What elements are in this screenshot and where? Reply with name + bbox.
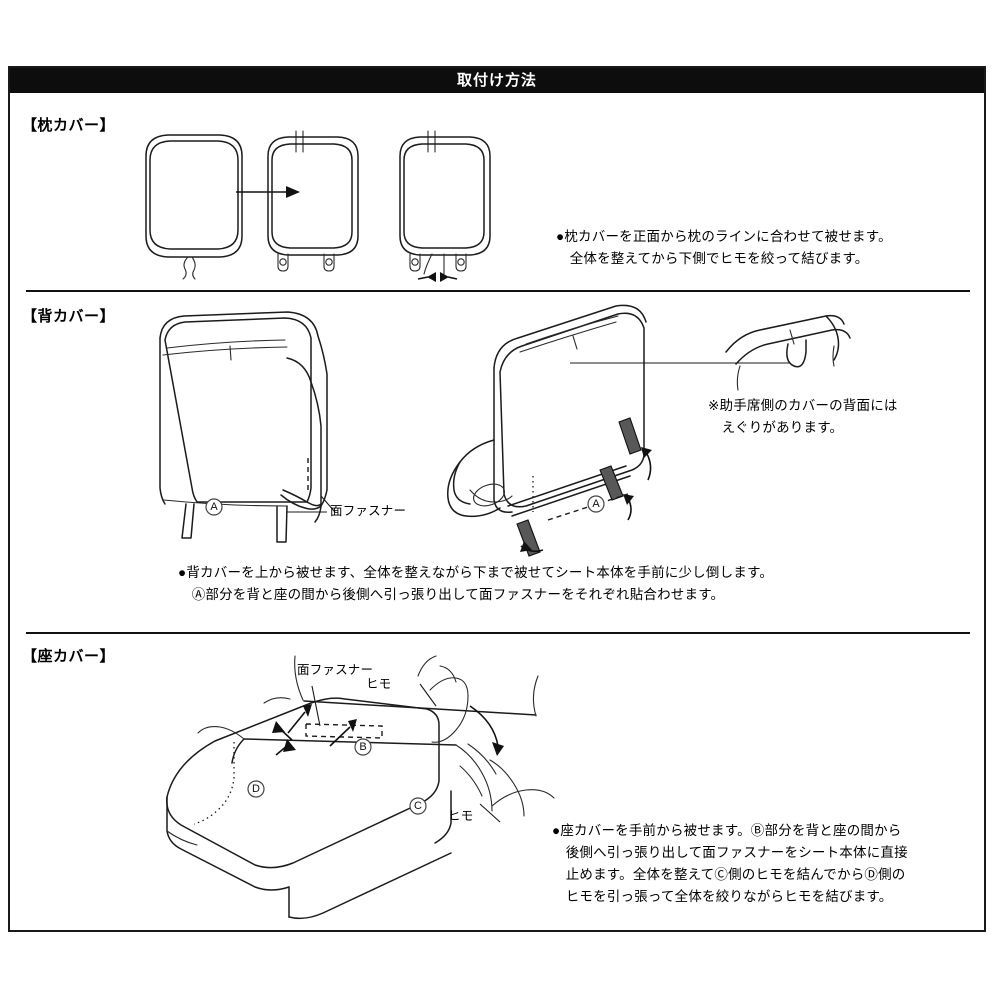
- section-heading-back: 【背カバー】: [22, 308, 116, 325]
- back-cover-note-text: ※助手席側のカバーの背面には えぐりがあります。: [708, 398, 898, 435]
- pillow-step-arrow: [236, 186, 300, 198]
- title-bar: 取付け方法: [10, 68, 984, 93]
- section-divider-1: [26, 290, 970, 292]
- seat-cushion-body: B C D: [166, 655, 555, 920]
- notch-detail: [725, 314, 851, 391]
- pillow-cover-loose: [145, 134, 243, 280]
- label-hook-loop-back: 面ファスナー: [330, 504, 407, 518]
- label-hook-loop-seat: 面ファスナー: [297, 663, 374, 677]
- content-frame: [8, 66, 986, 932]
- pillow-cover-on-headrest: [267, 130, 359, 272]
- section-divider-2: [26, 632, 970, 634]
- label-strap-top: ヒモ: [366, 677, 392, 691]
- label-strap-right: ヒモ: [448, 809, 474, 823]
- title-bar-label: 取付け方法: [456, 72, 537, 89]
- back-cover-front-view: A: [159, 311, 336, 543]
- marker-b: B: [359, 741, 366, 753]
- back-cover-perspective-view: A: [447, 304, 790, 557]
- marker-d: D: [252, 783, 260, 795]
- section-heading-seat: 【座カバー】: [22, 648, 116, 665]
- velcro-strap-upper: [618, 417, 642, 455]
- marker-a-perspective: A: [592, 498, 600, 510]
- pillow-instruction-text: ●枕カバーを正面から枕のラインに合わせて被せます。 全体を整えてから下側でヒモを…: [556, 229, 892, 266]
- seat-instruction-text: ●座カバーを手前から被せます。Ⓑ部分を背と座の間から 後側へ引っ張り出して面ファ…: [552, 823, 908, 904]
- marker-c: C: [414, 800, 422, 812]
- section-heading-pillow: 【枕カバー】: [22, 117, 116, 134]
- pillow-cover-tied: [399, 130, 491, 282]
- back-instruction-text: ●背カバーを上から被せます、全体を整えながら下まで被せてシート本体を手前に少し倒…: [178, 565, 774, 602]
- marker-a-front: A: [210, 501, 218, 513]
